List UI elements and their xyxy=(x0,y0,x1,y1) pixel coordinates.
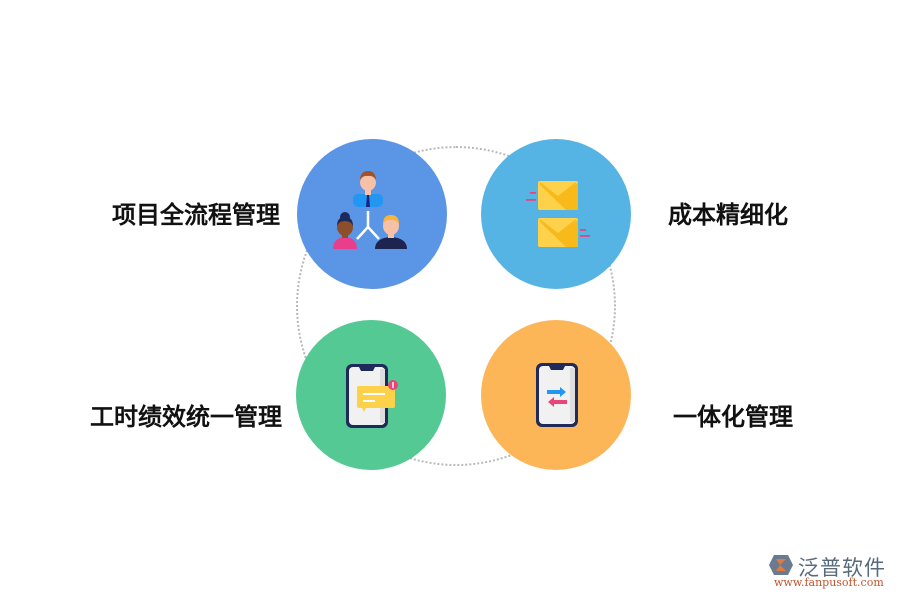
label-work-performance: 工时绩效统一管理 xyxy=(90,403,282,431)
dotted-connector-ring xyxy=(296,146,616,466)
phone-transfer-icon xyxy=(536,363,578,427)
label-project-process: 项目全流程管理 xyxy=(112,201,280,229)
phone-message-icon xyxy=(346,364,398,428)
envelopes-icon xyxy=(526,181,590,247)
brand-url: www.fanpusoft.com xyxy=(774,576,884,589)
circle-integrated-management xyxy=(481,320,631,470)
team-hierarchy-icon xyxy=(333,171,407,249)
brand-name: 泛普软件 xyxy=(798,556,886,580)
brand-logo: 泛普软件 www.fanpusoft.com xyxy=(768,552,896,592)
fanpu-logo-icon xyxy=(769,555,793,575)
label-integrated-management: 一体化管理 xyxy=(673,403,793,431)
circle-project-process xyxy=(297,139,447,289)
circle-work-performance xyxy=(296,320,446,470)
label-cost-refinement: 成本精细化 xyxy=(668,201,788,229)
circle-cost-refinement xyxy=(481,139,631,289)
